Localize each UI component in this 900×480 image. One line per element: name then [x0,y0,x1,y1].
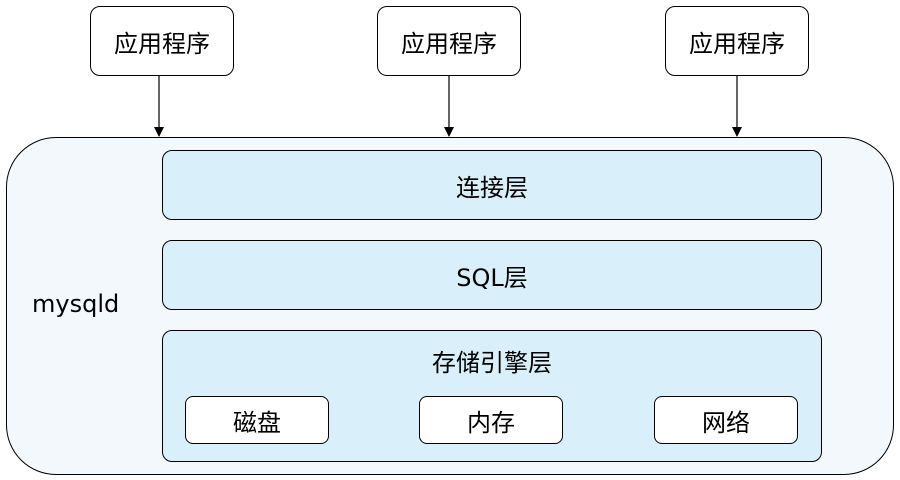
app-box-1: 应用程序 [90,6,234,76]
storage-item-network: 网络 [654,396,798,444]
connection-layer: 连接层 [162,150,822,220]
storage-item-memory: 内存 [419,396,563,444]
app-box-2: 应用程序 [377,6,521,76]
storage-item-disk: 磁盘 [185,396,329,444]
sql-layer: SQL层 [162,240,822,310]
mysqld-label: mysqld [32,290,120,318]
app-box-3: 应用程序 [665,6,809,76]
